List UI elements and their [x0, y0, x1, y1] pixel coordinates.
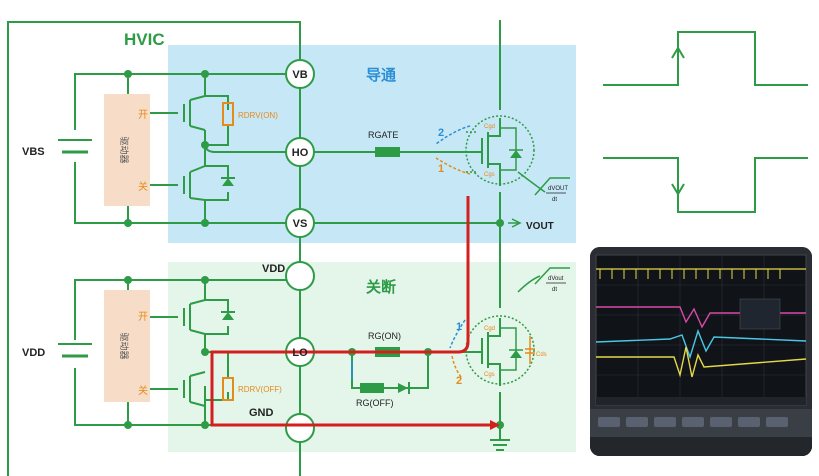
rg-off-resistor	[360, 383, 384, 393]
marker-1-top: 1	[438, 163, 444, 175]
cgd-label-high: Cgd	[484, 124, 495, 130]
rdrv-on-resistor	[222, 102, 234, 126]
low-side-mosfet	[460, 315, 535, 386]
current-path-2-bottom	[451, 355, 463, 379]
turn-off-heading: 关断	[366, 278, 396, 296]
pin-vdd-label: VDD	[262, 263, 285, 275]
driver-off-low: 关	[138, 384, 148, 397]
hvic-title: HVIC	[124, 30, 165, 49]
driver-label-low: 驱动器	[119, 332, 129, 359]
pin-circles	[285, 59, 315, 443]
green-wiring	[58, 20, 510, 451]
driver-off-high: 关	[138, 180, 148, 193]
driver-block-low	[104, 290, 150, 402]
vbs-source-label: VBS	[22, 146, 45, 158]
vout-label: VOUT	[526, 221, 554, 232]
rg-off-label: RG(OFF)	[356, 398, 394, 408]
dvdt-den-low: dt	[552, 287, 557, 293]
oscilloscope-screen	[590, 247, 812, 456]
body-diode-low	[222, 312, 234, 320]
dvdt-ramp-down	[534, 267, 570, 285]
miller-current-loop	[210, 196, 496, 427]
cds-label: Cds	[536, 352, 547, 358]
rg-off-diode	[398, 383, 408, 393]
marker-2-bottom: 2	[456, 375, 462, 387]
marker-2-top: 2	[438, 127, 444, 139]
pin-vb-label: VB	[292, 69, 307, 81]
vdd-source-label: VDD	[22, 347, 45, 359]
driver-on-high: 开	[138, 110, 148, 121]
junction-dots	[124, 70, 504, 429]
dvdt-num-high: dVOUT	[548, 186, 568, 192]
rdrv-off-label: RDRV(OFF)	[238, 385, 282, 394]
cgs-label-high: Cgs	[484, 172, 495, 178]
marker-1-bottom: 1	[456, 321, 462, 333]
body-diode-high	[222, 178, 234, 186]
driver-on-low: 开	[138, 312, 148, 323]
dvdt-num-low: dVout	[548, 276, 564, 282]
rgate-label: RGATE	[368, 130, 398, 140]
cgd-label-low: Cgd	[484, 326, 495, 332]
driver-block-high	[104, 94, 150, 206]
rdrv-off-resistor	[222, 377, 234, 401]
rgate-resistor	[375, 147, 400, 157]
hvic-border	[7, 21, 301, 476]
rg-on-label: RG(ON)	[368, 331, 401, 341]
waveforms	[603, 31, 808, 213]
cgs-label-low: Cgs	[484, 372, 495, 378]
turn-on-heading: 导通	[366, 67, 396, 84]
turn-off-region	[168, 262, 576, 452]
pin-ho-label: HO	[292, 147, 309, 159]
oscilloscope-photo	[590, 247, 812, 456]
pin-lo-label: LO	[292, 347, 308, 359]
pin-vs-label: VS	[293, 218, 308, 230]
current-path-1-top	[435, 157, 471, 175]
pin-gnd-label: GND	[249, 407, 274, 419]
current-path-1-bottom	[449, 319, 466, 349]
driver-label-high: 驱动器	[119, 136, 129, 163]
rdrv-on-label: RDRV(ON)	[238, 111, 278, 120]
high-side-mosfet	[460, 115, 535, 186]
dvdt-den-high: dt	[552, 197, 557, 203]
current-path-2-top	[435, 125, 471, 145]
turn-on-region	[168, 45, 576, 243]
